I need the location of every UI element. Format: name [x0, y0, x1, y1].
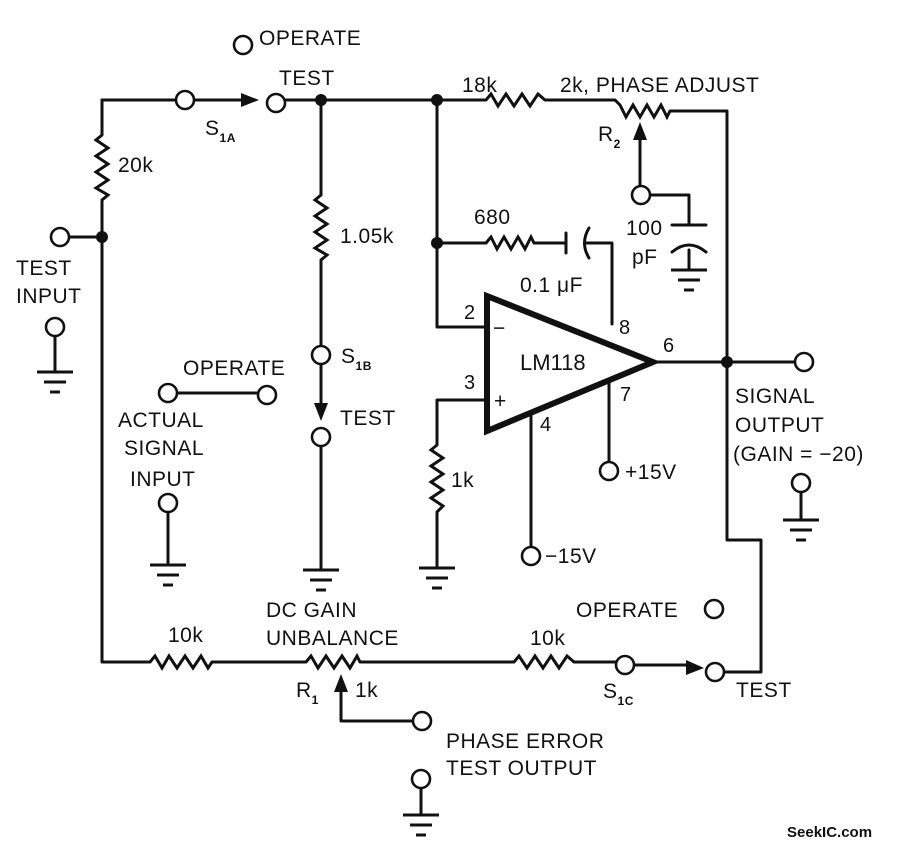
label-pin7: 7: [620, 384, 631, 406]
potentiometer-r1: [304, 652, 362, 671]
label-signal-output-line2: OUTPUT: [735, 414, 824, 437]
terminal-actual-operate-right: [256, 384, 278, 406]
ground-icon: [403, 813, 439, 837]
label-s1b: S1B: [341, 345, 372, 373]
noninverting-sign: +: [494, 390, 507, 413]
label-signal-output-line3: (GAIN = −20): [733, 443, 864, 466]
terminal-minus-15v: [520, 545, 542, 567]
terminal-test-input: [49, 226, 71, 248]
label-phase-error: PHASE ERROR: [446, 730, 604, 753]
label-operate-bottom: OPERATE: [576, 599, 678, 622]
terminal-operate-top: [232, 34, 254, 56]
label-test-input-line2: INPUT: [16, 285, 82, 308]
label-pin2: 2: [464, 302, 475, 324]
terminal-operate-bottom: [703, 598, 725, 620]
switch-s1c: [634, 660, 704, 675]
inverting-sign: −: [493, 317, 506, 340]
switch-blades: [177, 93, 704, 675]
resistor-10k-right: [512, 653, 575, 671]
label-test-mid: TEST: [340, 407, 396, 430]
grounds: [37, 268, 819, 837]
label-operate-top: OPERATE: [259, 27, 361, 50]
label-20k: 20k: [118, 154, 153, 177]
label-s1a: S1A: [205, 117, 236, 145]
label-1k-pin3: 1k: [451, 469, 474, 492]
junctions: [96, 94, 733, 368]
label-0-1uf: 0.1 μF: [520, 274, 583, 297]
label-test-top: TEST: [279, 67, 335, 90]
label-plus-15v: +15V: [625, 461, 677, 484]
label-actual-line2: SIGNAL: [124, 437, 204, 460]
label-unbalance: UNBALANCE: [266, 627, 399, 650]
resistor-680: [484, 233, 536, 253]
terminal-s1a-test: [265, 92, 287, 114]
terminals: [44, 34, 815, 790]
label-pin8: 8: [619, 317, 630, 339]
label-actual-line1: ACTUAL: [118, 409, 204, 432]
resistor-20k: [93, 133, 111, 202]
terminal-s1b-test: [310, 426, 332, 448]
label-minus-15v: −15V: [545, 545, 597, 568]
terminal-actual-operate: [157, 382, 179, 404]
label-pin3: 3: [464, 372, 475, 394]
label-pin4: 4: [540, 414, 551, 436]
resistor-18k: [484, 91, 546, 109]
label-680: 680: [474, 206, 511, 229]
opamp-lm118: LM118 − +: [484, 291, 661, 436]
resistors: [93, 91, 672, 671]
resistor-1k-pin3: [428, 443, 446, 514]
terminal-signal-output: [793, 351, 815, 373]
label-10k-right: 10k: [530, 627, 565, 650]
ground-icon: [303, 568, 339, 592]
potentiometer-r2: [613, 98, 672, 121]
label-signal-output-line1: SIGNAL: [735, 385, 815, 408]
label-operate-mid: OPERATE: [183, 357, 285, 380]
resistor-10k-left: [148, 653, 214, 671]
capacitor-0-1uf: [564, 226, 591, 260]
label-1-05k: 1.05k: [340, 225, 394, 248]
terminal-test-input-ground: [44, 316, 66, 338]
label-r1: R1: [296, 679, 319, 707]
terminal-s1b-pole: [310, 344, 332, 366]
label-phase-adjust: 2k, PHASE ADJUST: [560, 74, 759, 97]
label-pin6: 6: [663, 335, 674, 357]
watermark: SeekIC.com: [787, 824, 872, 841]
terminal-signal-output-ground: [790, 472, 812, 494]
label-100pf-line2: pF: [632, 246, 658, 269]
opamp-label: LM118: [520, 350, 586, 375]
label-10k-left: 10k: [168, 624, 203, 647]
terminal-s1c-test: [704, 661, 726, 683]
ground-icon: [37, 370, 73, 394]
label-r1-value: 1k: [355, 679, 378, 702]
label-test-output: TEST OUTPUT: [446, 757, 597, 780]
label-actual-line3: INPUT: [130, 468, 196, 491]
switch-s1b: [314, 365, 328, 421]
label-18k: 18k: [462, 74, 497, 97]
wires: [53, 98, 803, 817]
label-test-bottom: TEST: [736, 679, 792, 702]
labels: OPERATE TEST S1A 20k TEST INPUT 1.05k OP…: [16, 27, 872, 841]
label-100pf-line1: 100: [626, 217, 663, 240]
resistor-1-05k: [312, 193, 330, 262]
terminal-plus-15v: [598, 460, 620, 482]
terminal-s1a-input: [174, 89, 196, 111]
ground-icon: [671, 268, 707, 292]
terminal-s1c-pole: [614, 654, 636, 676]
terminal-phase-error-output: [411, 710, 433, 732]
terminal-r2-wiper: [630, 184, 652, 206]
capacitor-100pf: [670, 223, 708, 254]
label-dc-gain: DC GAIN: [266, 599, 357, 622]
switch-s1a: [195, 93, 259, 107]
terminal-phase-error-ground: [410, 768, 432, 790]
wiper-arrows: [334, 122, 647, 706]
ground-icon: [419, 566, 455, 590]
ground-icon: [150, 563, 186, 587]
label-test-input-line1: TEST: [16, 257, 72, 280]
terminal-actual-signal-input: [157, 492, 179, 514]
ground-icon: [783, 518, 819, 542]
label-s1c: S1C: [603, 680, 634, 708]
label-r2: R2: [598, 123, 621, 151]
